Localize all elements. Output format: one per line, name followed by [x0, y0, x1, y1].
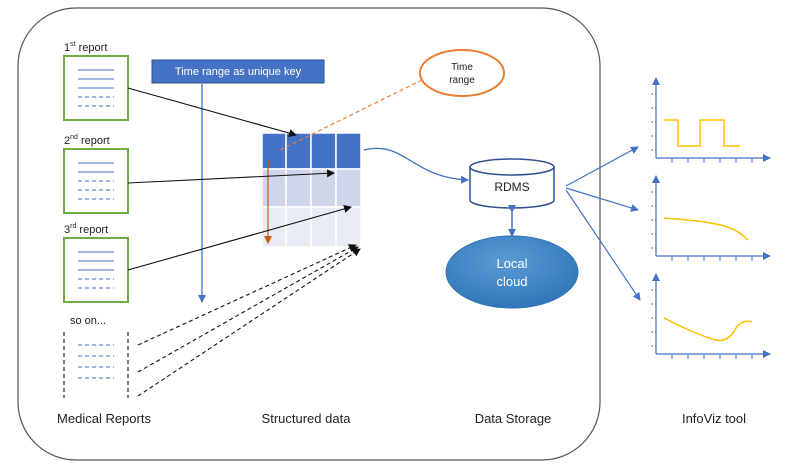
more-reports-arrow-2 — [137, 246, 359, 373]
time-range-key-box — [151, 59, 325, 84]
so-on-label: so on... — [70, 315, 106, 327]
rdms-label: RDMS — [494, 180, 529, 194]
infoviz-chart-3 — [651, 273, 771, 359]
report-2-document — [63, 148, 129, 214]
section-label-infoviz-tool: InfoViz tool — [682, 411, 746, 426]
more-reports-arrow-3 — [137, 248, 361, 397]
local-cloud — [445, 235, 579, 309]
local-cloud-line1: Local — [496, 256, 527, 271]
section-label-structured-data: Structured data — [262, 411, 352, 426]
section-label-medical-reports: Medical Reports — [57, 411, 151, 426]
more-reports-arrow-1 — [137, 244, 357, 346]
structured-data-table — [261, 132, 362, 248]
report-2-arrow — [127, 169, 335, 184]
local-cloud-line2: cloud — [496, 274, 527, 289]
report-1-title: 1st report — [64, 41, 107, 54]
pipeline-container — [17, 7, 601, 461]
time-range-dashed-link — [279, 79, 423, 151]
time-range-line1: Time — [451, 62, 473, 73]
rdms-database — [469, 158, 555, 209]
rdms-to-chart-1-arrow — [565, 146, 639, 187]
more-reports-document — [63, 332, 129, 398]
rdms-to-chart-2-arrow — [565, 187, 639, 212]
report-3-document — [63, 237, 129, 303]
report-1-document — [63, 55, 129, 121]
time-range-line2: range — [449, 75, 475, 86]
section-label-data-storage: Data Storage — [475, 411, 552, 426]
report-1-arrow — [127, 87, 297, 137]
time-range-bubble — [419, 49, 505, 97]
infoviz-chart-2 — [651, 175, 771, 261]
report-3-title: 3rd report — [64, 223, 108, 236]
report-2-title: 2nd report — [64, 134, 110, 147]
infoviz-chart-1 — [651, 77, 771, 163]
report-3-arrow — [127, 205, 352, 271]
table-to-rdms-arrow — [363, 147, 469, 184]
time-range-key-label: Time range as unique key — [175, 66, 302, 78]
rdms-to-chart-3-arrow — [565, 189, 641, 301]
